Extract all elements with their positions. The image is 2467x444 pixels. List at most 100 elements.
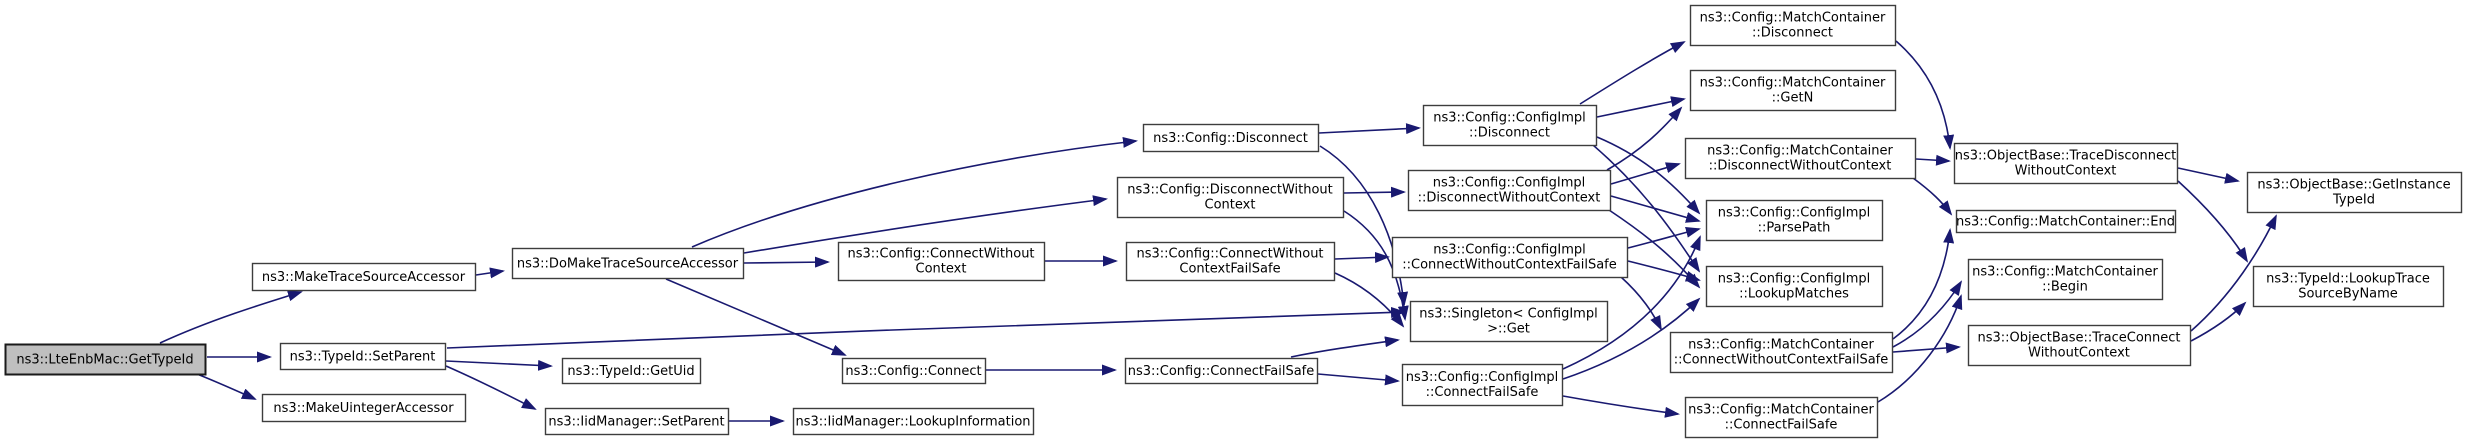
node-box-config-disconnect-without-context[interactable]	[1116, 176, 1345, 219]
node-config-connect[interactable]: ns3::Config::Connect	[841, 357, 987, 385]
edge-match-container-connect-without-context-fail-safe-to-match-container-begin	[1892, 280, 1963, 348]
node-label-match-container-disconnect: ns3::Config::MatchContainer::Disconnect	[1700, 11, 1886, 41]
node-box-iid-manager-lookup-information[interactable]	[792, 407, 1035, 436]
node-match-container-get-n[interactable]: ns3::Config::MatchContainer::GetN	[1689, 69, 1897, 112]
edge-config-connect-without-context-fail-safe-to-config-impl-connect-without-context-fail-safe	[1334, 251, 1390, 263]
node-box-config-connect-fail-safe[interactable]	[1124, 357, 1319, 385]
edge-match-container-disconnect-without-context-to-match-container-end	[1912, 177, 1953, 216]
edge-lte-enb-mac-get-type-id-to-make-uinteger-accessor	[196, 373, 257, 400]
node-match-container-end[interactable]: ns3::Config::MatchContainer::End	[1955, 209, 2177, 234]
edge-config-impl-connect-fail-safe-to-config-impl-parse-path	[1562, 235, 1701, 370]
node-label-lte-enb-mac-get-type-id: ns3::LteEnbMac::GetTypeId	[16, 353, 193, 368]
node-box-do-make-trace-source-accessor[interactable]	[511, 247, 745, 280]
node-label-config-disconnect: ns3::Config::Disconnect	[1153, 131, 1308, 146]
node-type-id-set-parent[interactable]: ns3::TypeId::SetParent	[279, 342, 447, 371]
node-box-config-impl-lookup-matches[interactable]	[1705, 265, 1884, 308]
node-match-container-begin[interactable]: ns3::Config::MatchContainer::Begin	[1967, 258, 2164, 301]
edge-type-id-set-parent-to-singleton-config-impl-get	[446, 306, 1406, 349]
node-box-config-impl-disconnect[interactable]	[1422, 104, 1598, 147]
node-config-impl-disconnect[interactable]: ns3::Config::ConfigImpl::Disconnect	[1422, 104, 1598, 147]
edge-type-id-set-parent-to-iid-manager-set-parent	[445, 365, 537, 410]
edge-do-make-trace-source-accessor-to-config-connect-without-context	[743, 256, 830, 268]
node-label-match-container-begin: ns3::Config::MatchContainer::Begin	[1972, 265, 2158, 295]
node-box-config-connect[interactable]	[841, 357, 987, 385]
edge-config-impl-connect-without-context-fail-safe-to-config-impl-parse-path	[1627, 226, 1701, 249]
node-box-match-container-connect-fail-safe[interactable]	[1684, 396, 1879, 439]
node-box-config-impl-parse-path[interactable]	[1705, 199, 1884, 242]
node-box-config-impl-connect-without-context-fail-safe[interactable]	[1391, 236, 1629, 279]
edge-do-make-trace-source-accessor-to-config-disconnect	[691, 136, 1138, 248]
node-box-config-impl-disconnect-without-context[interactable]	[1407, 169, 1612, 212]
node-box-singleton-config-impl-get[interactable]	[1409, 300, 1609, 343]
node-box-object-base-get-instance-type-id[interactable]	[2246, 171, 2463, 214]
node-box-match-container-disconnect[interactable]	[1689, 4, 1897, 47]
node-singleton-config-impl-get[interactable]: ns3::Singleton< ConfigImpl>::Get	[1409, 300, 1609, 343]
node-type-id-get-uid[interactable]: ns3::TypeId::GetUid	[561, 357, 702, 385]
node-config-disconnect[interactable]: ns3::Config::Disconnect	[1142, 123, 1320, 153]
node-box-match-container-connect-without-context-fail-safe[interactable]	[1669, 331, 1894, 374]
edge-object-base-trace-connect-without-context-to-type-id-lookup-trace-source-by-name	[2190, 301, 2247, 342]
node-box-object-base-trace-connect-without-context[interactable]	[1967, 324, 2192, 367]
node-label-config-connect: ns3::Config::Connect	[845, 364, 981, 379]
node-do-make-trace-source-accessor[interactable]: ns3::DoMakeTraceSourceAccessor	[511, 247, 745, 280]
node-box-lte-enb-mac-get-type-id	[4, 343, 207, 376]
node-iid-manager-lookup-information[interactable]: ns3::IidManager::LookupInformation	[792, 407, 1035, 436]
node-iid-manager-set-parent[interactable]: ns3::IidManager::SetParent	[544, 407, 730, 436]
node-box-config-connect-without-context-fail-safe[interactable]	[1125, 241, 1336, 282]
node-match-container-disconnect-without-context[interactable]: ns3::Config::MatchContainer::DisconnectW…	[1684, 137, 1917, 180]
node-box-type-id-set-parent[interactable]	[279, 342, 447, 371]
node-box-match-container-disconnect-without-context[interactable]	[1684, 137, 1917, 180]
node-box-make-trace-source-accessor[interactable]	[251, 262, 477, 292]
node-box-config-disconnect[interactable]	[1142, 123, 1320, 153]
edge-object-base-trace-connect-without-context-to-object-base-get-instance-type-id	[2190, 214, 2277, 332]
edge-config-impl-disconnect-to-match-container-disconnect	[1579, 41, 1686, 105]
node-label-make-trace-source-accessor: ns3::MakeTraceSourceAccessor	[262, 270, 466, 285]
node-box-config-connect-without-context[interactable]	[837, 241, 1046, 282]
node-label-config-impl-disconnect-without-context: ns3::Config::ConfigImpl::DisconnectWitho…	[1418, 176, 1601, 206]
node-lte-enb-mac-get-type-id: ns3::LteEnbMac::GetTypeId	[4, 343, 207, 376]
node-label-iid-manager-set-parent: ns3::IidManager::SetParent	[548, 415, 724, 430]
node-label-iid-manager-lookup-information: ns3::IidManager::LookupInformation	[795, 415, 1030, 430]
edge-match-container-connect-without-context-fail-safe-to-match-container-end	[1892, 228, 1955, 340]
node-make-trace-source-accessor[interactable]: ns3::MakeTraceSourceAccessor	[251, 262, 477, 292]
node-label-config-connect-fail-safe: ns3::Config::ConnectFailSafe	[1128, 364, 1315, 379]
edges-layer	[159, 40, 2277, 427]
node-make-uinteger-accessor[interactable]: ns3::MakeUintegerAccessor	[261, 393, 467, 423]
node-label-config-impl-connect-without-context-fail-safe: ns3::Config::ConfigImpl::ConnectWithoutC…	[1402, 243, 1617, 273]
node-box-type-id-get-uid[interactable]	[561, 357, 702, 385]
node-box-match-container-begin[interactable]	[1967, 258, 2164, 301]
node-box-match-container-end[interactable]	[1955, 209, 2177, 234]
node-box-iid-manager-set-parent[interactable]	[544, 407, 730, 436]
node-config-impl-parse-path[interactable]: ns3::Config::ConfigImpl::ParsePath	[1705, 199, 1884, 242]
edge-object-base-trace-disconnect-without-context-to-type-id-lookup-trace-source-by-name	[2177, 180, 2249, 263]
edge-config-connect-without-context-fail-safe-to-singleton-config-impl-get	[1334, 272, 1405, 328]
node-config-connect-fail-safe[interactable]: ns3::Config::ConnectFailSafe	[1124, 357, 1319, 385]
node-match-container-connect-without-context-fail-safe[interactable]: ns3::Config::MatchContainer::ConnectWith…	[1669, 331, 1894, 374]
edge-config-impl-disconnect-without-context-to-match-container-disconnect-without-context	[1610, 162, 1681, 185]
node-config-impl-connect-without-context-fail-safe[interactable]: ns3::Config::ConfigImpl::ConnectWithoutC…	[1391, 236, 1629, 279]
node-box-config-impl-connect-fail-safe[interactable]	[1401, 363, 1564, 407]
edge-config-impl-disconnect-to-match-container-get-n	[1596, 96, 1686, 118]
node-box-match-container-get-n[interactable]	[1689, 69, 1897, 112]
node-box-type-id-lookup-trace-source-by-name[interactable]	[2252, 265, 2445, 308]
edge-do-make-trace-source-accessor-to-config-connect	[665, 278, 847, 356]
edge-config-disconnect-without-context-to-config-impl-disconnect-without-context	[1343, 186, 1406, 198]
node-box-object-base-trace-disconnect-without-context[interactable]	[1953, 142, 2179, 185]
node-config-impl-connect-fail-safe[interactable]: ns3::Config::ConfigImpl::ConnectFailSafe	[1401, 363, 1564, 407]
node-config-impl-disconnect-without-context[interactable]: ns3::Config::ConfigImpl::DisconnectWitho…	[1407, 169, 1612, 212]
node-box-make-uinteger-accessor[interactable]	[261, 393, 467, 423]
node-config-impl-lookup-matches[interactable]: ns3::Config::ConfigImpl::LookupMatches	[1705, 265, 1884, 308]
node-match-container-connect-fail-safe[interactable]: ns3::Config::MatchContainer::ConnectFail…	[1684, 396, 1879, 439]
node-match-container-disconnect[interactable]: ns3::Config::MatchContainer::Disconnect	[1689, 4, 1897, 47]
